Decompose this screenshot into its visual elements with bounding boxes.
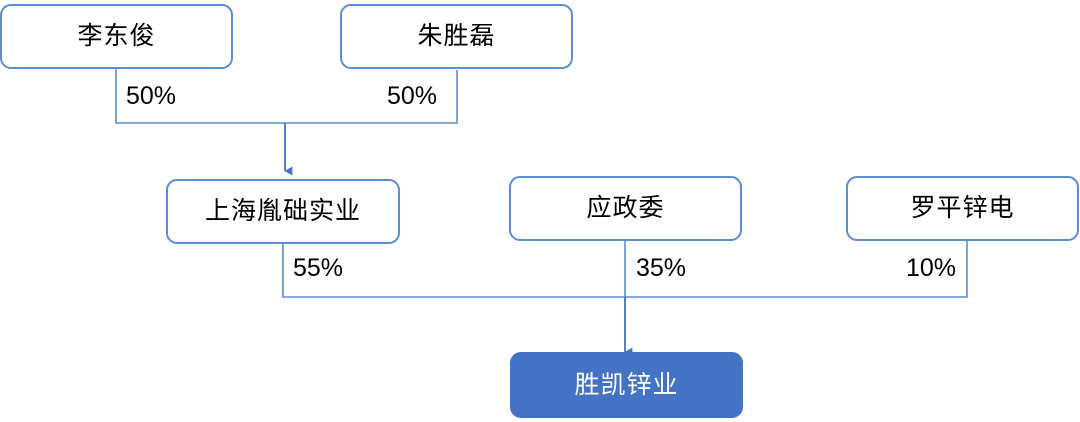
edge-path-shareholders-bus — [282, 241, 968, 298]
node-shengkai-xinye[interactable]: 胜凯锌业 — [510, 352, 743, 418]
node-shanghai-yinchu[interactable]: 上海胤础实业 — [166, 179, 400, 244]
edge-label-zhu-sheng-lei-percent: 50% — [387, 82, 438, 110]
node-ying-zheng-wei[interactable]: 应政委 — [509, 176, 742, 241]
edge-label-luoping-xindian-percent: 10% — [906, 254, 957, 282]
edge-label-ying-zheng-wei-percent: 35% — [636, 254, 687, 282]
edge-label-li-dong-jun-percent: 50% — [126, 82, 177, 110]
edge-group-bottom — [282, 240, 968, 357]
node-zhu-sheng-lei[interactable]: 朱胜磊 — [340, 4, 573, 69]
edge-label-shanghai-yinchu-percent: 55% — [293, 254, 344, 282]
node-li-dong-jun[interactable]: 李东俊 — [0, 4, 233, 69]
node-luoping-xindian[interactable]: 罗平锌电 — [846, 176, 1079, 241]
